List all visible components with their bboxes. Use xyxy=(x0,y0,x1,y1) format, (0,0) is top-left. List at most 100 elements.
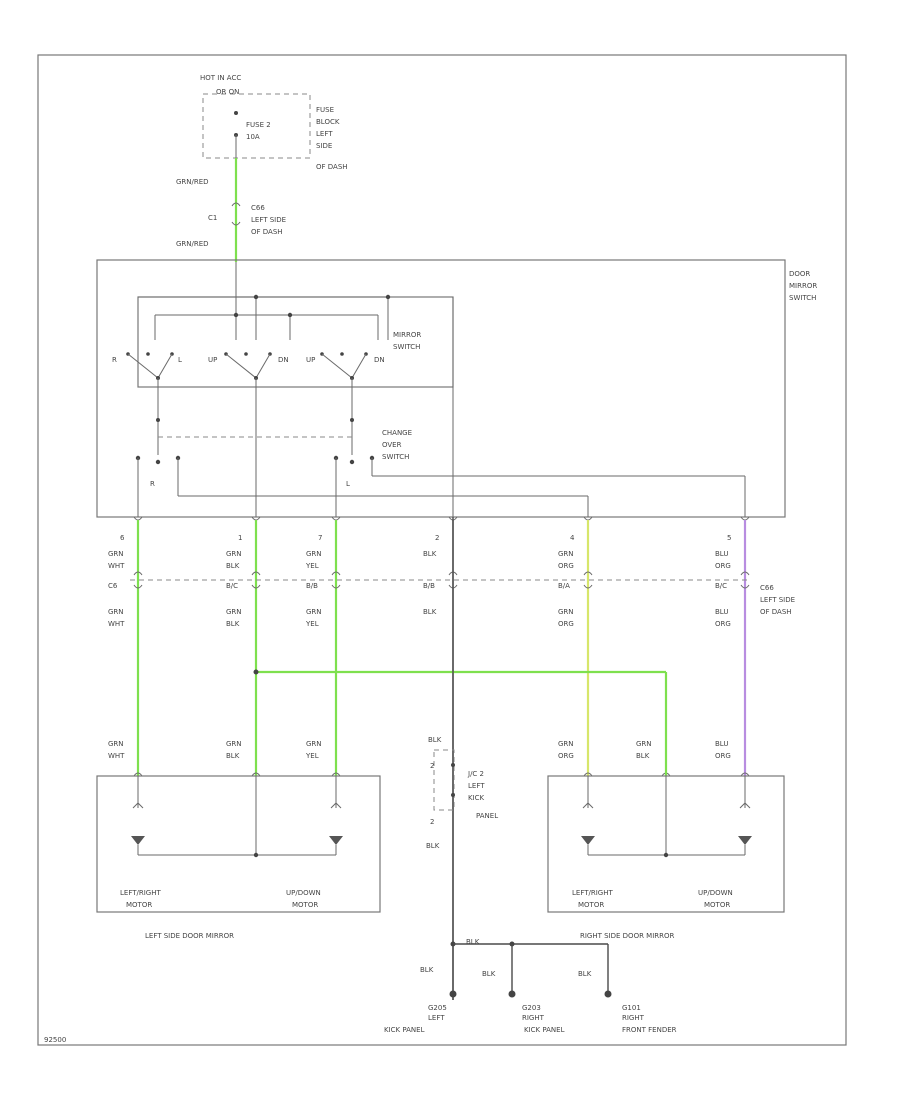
wire-color-label: GRN xyxy=(108,608,124,616)
wire-color-label: BLU xyxy=(715,550,728,558)
pin-number: 7 xyxy=(318,534,322,542)
ground-label: G101 xyxy=(622,1004,641,1012)
right-ud-motor-label: MOTOR xyxy=(704,901,730,909)
left-ud-motor-label: MOTOR xyxy=(292,901,318,909)
wire-label-grn-red: GRN/RED xyxy=(176,178,209,186)
ground-label: LEFT xyxy=(428,1014,445,1022)
connector-label: C66 xyxy=(251,204,265,212)
change-over-label: OVER xyxy=(382,441,402,449)
right-ud-motor-label: UP/DOWN xyxy=(698,889,733,897)
wire-color-label: YEL xyxy=(305,620,319,628)
right-mirror-title: RIGHT SIDE DOOR MIRROR xyxy=(580,932,675,940)
wire-color-label: GRN xyxy=(558,550,574,558)
right-lr-motor-label: LEFT/RIGHT xyxy=(572,889,613,897)
ground-g205 xyxy=(449,990,457,998)
change-over-switch: CHANGE OVER SWITCH R L xyxy=(135,297,746,517)
fuse-label: FUSE 2 xyxy=(246,121,271,129)
ground-g101 xyxy=(604,990,612,998)
mirror-terminal xyxy=(583,772,593,777)
wire-label-blk: BLK xyxy=(578,970,592,978)
jc-pin: 2 xyxy=(430,818,434,826)
mirror-wire-label: YEL xyxy=(305,752,319,760)
pin-number: 1 xyxy=(238,534,242,542)
c66-terminal xyxy=(583,571,593,589)
switch-pos-dn: DN xyxy=(278,356,289,364)
fuse-block-label: OF DASH xyxy=(316,163,348,171)
c66-terminal xyxy=(740,571,750,589)
wire-color-label: WHT xyxy=(108,562,125,570)
connector-pin-label: B/C xyxy=(226,582,238,590)
door-mirror-switch-label: DOOR xyxy=(789,270,810,278)
mirror-terminal xyxy=(251,772,261,777)
fuse-block-label: LEFT xyxy=(316,130,333,138)
ground-label: FRONT FENDER xyxy=(622,1026,677,1034)
c66-label: LEFT SIDE xyxy=(760,596,795,604)
change-over-label: CHANGE xyxy=(382,429,412,437)
c66-label: OF DASH xyxy=(760,608,792,616)
connector-c1: C1 xyxy=(208,214,217,222)
connector-pin-label: B/B xyxy=(423,582,435,590)
jc-pin: 2 xyxy=(430,762,434,770)
switch-contacts: R L UP DN UP DN xyxy=(112,262,391,380)
switch-pos-up: UP xyxy=(208,356,217,364)
diagram-id: 92500 xyxy=(44,1036,66,1044)
power-label-2: OR ON xyxy=(216,88,239,96)
ground-label: G205 xyxy=(428,1004,447,1012)
pin-number: 4 xyxy=(570,534,575,542)
mirror-wire-label: GRN xyxy=(108,740,124,748)
c66-terminal xyxy=(331,571,341,589)
mirror-switch-label: MIRROR xyxy=(393,331,421,339)
wire-label-blk: BLK xyxy=(426,842,440,850)
door-mirror-switch-box xyxy=(96,259,786,518)
ground-label: RIGHT xyxy=(522,1014,545,1022)
wire-labels: GRNWHTC6GRNWHTGRNBLKB/CGRNBLKGRNYELB/BGR… xyxy=(108,550,731,760)
wire-color-label: ORG xyxy=(715,620,731,628)
c66-label: C66 xyxy=(760,584,774,592)
jc-label: PANEL xyxy=(476,812,498,820)
mirror-wire-label: ORG xyxy=(558,752,574,760)
mirror-switch-box xyxy=(137,296,454,388)
door-mirror-switch-label: SWITCH xyxy=(789,294,816,302)
connector-pin-label: B/A xyxy=(558,582,570,590)
wire-color-label: BLU xyxy=(715,608,728,616)
jc-label: J/C 2 xyxy=(467,770,484,778)
wire-label-blk: BLK xyxy=(420,966,434,974)
connector-pin-label: C6 xyxy=(108,582,118,590)
wire-label-blk: BLK xyxy=(466,938,480,946)
wire-color-label: GRN xyxy=(108,550,124,558)
wire-color-label: BLK xyxy=(423,608,437,616)
connector-pin-label: B/B xyxy=(306,582,318,590)
ground-circuit: BLK 2 J/C 2 LEFT KICK PANEL 2 BLK BLK BL… xyxy=(384,517,677,1034)
wire-label-blk: BLK xyxy=(482,970,496,978)
change-over-label: SWITCH xyxy=(382,453,409,461)
jc-label: KICK xyxy=(468,794,485,802)
c66-terminal xyxy=(251,571,261,589)
fuse-block: HOT IN ACC OR ON FUSE 2 10A FUSE BLOCK L… xyxy=(200,74,348,171)
wire-label-blk: BLK xyxy=(428,736,442,744)
fuse-block-label: SIDE xyxy=(316,142,332,150)
mirror-terminal xyxy=(331,772,341,777)
wire-color-label: BLK xyxy=(226,562,240,570)
fuse-block-label: FUSE xyxy=(316,106,334,114)
wire-color-label: ORG xyxy=(558,562,574,570)
door-mirror-switch-label: MIRROR xyxy=(789,282,817,290)
wire-color-label: BLK xyxy=(226,620,240,628)
mirror-wire-label: BLK xyxy=(226,752,240,760)
left-lr-motor-label: MOTOR xyxy=(126,901,152,909)
mirror-wire-label: BLK xyxy=(636,752,650,760)
left-mirror-motors: LEFT/RIGHT MOTOR UP/DOWN MOTOR xyxy=(120,776,343,909)
switch-pos-dn: DN xyxy=(374,356,385,364)
mirror-wire-label: GRN xyxy=(636,740,652,748)
switch-pos-r: R xyxy=(112,356,117,364)
ground-label: G203 xyxy=(522,1004,541,1012)
right-mirror-motors: LEFT/RIGHT MOTOR UP/DOWN MOTOR xyxy=(572,776,752,909)
connector-label: OF DASH xyxy=(251,228,283,236)
ground-label: KICK PANEL xyxy=(384,1026,425,1034)
power-label: HOT IN ACC xyxy=(200,74,241,82)
left-door-mirror-box xyxy=(96,775,381,913)
pin-number: 2 xyxy=(435,534,439,542)
wire-color-label: ORG xyxy=(715,562,731,570)
mirror-terminal xyxy=(133,772,143,777)
